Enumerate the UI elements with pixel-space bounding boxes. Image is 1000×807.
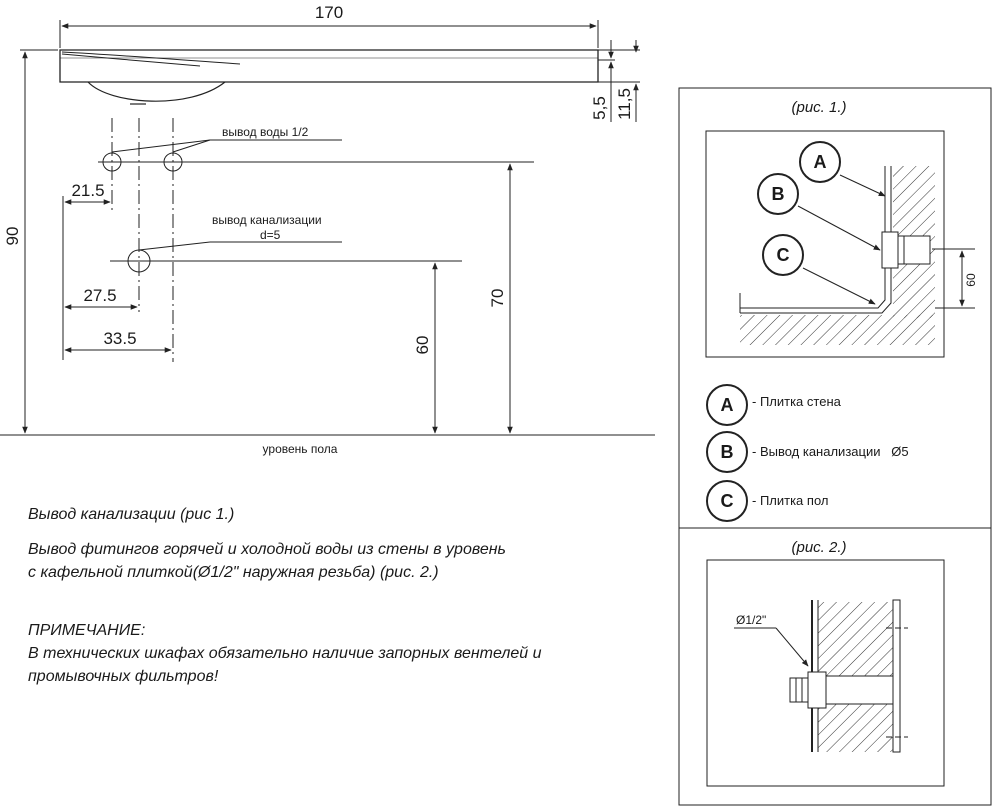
label-drain: вывод канализации: [212, 213, 322, 227]
main-dimension-texts: 170 90 5,5 11,5 21.5 27.5 33.5 70 60 выв…: [3, 3, 634, 456]
label-water: вывод воды 1/2: [222, 125, 309, 139]
legend-text-a: - Плитка стена: [752, 394, 842, 409]
fig1-caption: (рис. 1.): [791, 99, 846, 116]
legend-letter-a: A: [721, 395, 734, 415]
note-fittings-1: Вывод фитингов горячей и холодной воды и…: [28, 541, 506, 558]
fig2-label: Ø1/2": [736, 613, 766, 627]
dim-water-offset: 21.5: [71, 181, 104, 200]
note-drain: Вывод канализации (рис 1.): [28, 506, 235, 523]
dim-drain-height: 60: [413, 336, 432, 355]
legend-letter-b: B: [721, 442, 734, 462]
marker-c: C: [777, 245, 790, 265]
marker-b: B: [772, 184, 785, 204]
notes-block: Вывод канализации (рис 1.) Вывод фитинго…: [28, 503, 542, 688]
legend-text-b: - Вывод канализации Ø5: [752, 444, 909, 459]
label-drain-d: d=5: [260, 228, 281, 242]
note-fittings-2: с кафельной плиткой(Ø1/2" наружная резьб…: [28, 564, 439, 581]
sink-drawing: [0, 20, 655, 436]
right-panel-texts: (рис. 1.) A B C 60 A B C - Плитка стена …: [721, 99, 979, 627]
note-text-1: В технических шкафах обязательно наличие…: [28, 645, 542, 662]
label-floor: уровень пола: [263, 442, 338, 456]
legend-text-c: - Плитка пол: [752, 493, 828, 508]
fig1-dim: 60: [964, 273, 978, 287]
fig2-caption: (рис. 2.): [791, 539, 846, 556]
marker-a: A: [814, 152, 827, 172]
dim-total-height: 90: [3, 227, 22, 246]
note-text-2: промывочных фильтров!: [28, 668, 219, 685]
dim-top-thickness: 5,5: [590, 96, 609, 120]
dim-drain-offset: 27.5: [83, 286, 116, 305]
dim-water-height: 70: [488, 289, 507, 308]
note-title: ПРИМЕЧАНИЕ:: [28, 622, 146, 639]
dim-front-height: 11,5: [615, 88, 634, 120]
dim-outer-offset: 33.5: [103, 329, 136, 348]
dim-width: 170: [315, 3, 343, 22]
legend-letter-c: C: [721, 491, 734, 511]
right-panel: [678, 87, 992, 806]
